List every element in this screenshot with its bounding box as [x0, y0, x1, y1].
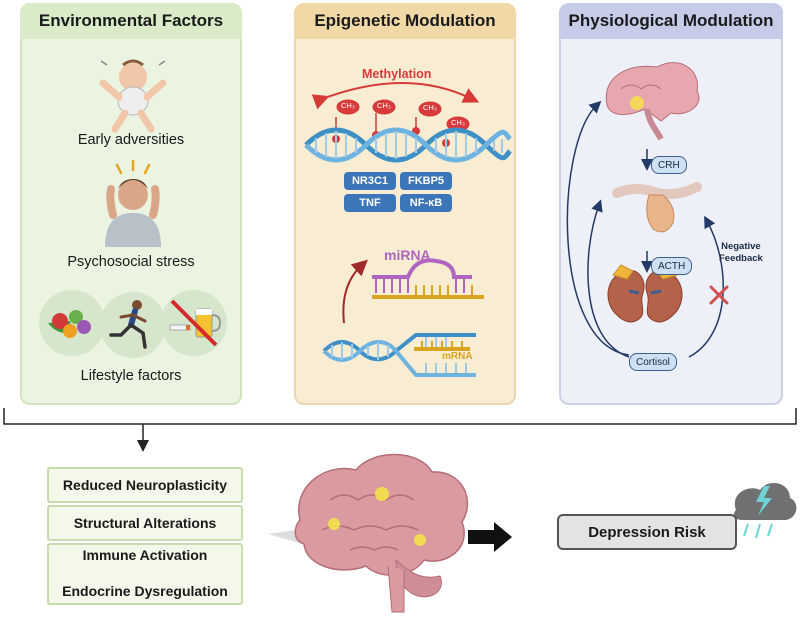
cortisol-to-pituitary-arrow [587, 199, 630, 358]
mrna-label: mRNA [442, 351, 473, 362]
mirna-regulation-arrow [342, 259, 368, 324]
methyl-tag-2: CH₃ [377, 101, 391, 110]
runner-icon [100, 292, 166, 358]
brain-icon [294, 453, 469, 613]
negative-feedback-line2: Feedback [719, 253, 763, 264]
epigenetic-modulation-panel: Epigenetic Modulation [294, 3, 516, 405]
mirna-label: miRNA [384, 247, 431, 263]
pituitary-gland-icon [612, 182, 702, 233]
infant-icon [99, 59, 167, 133]
immune-activation-label: Immune Activation [82, 547, 208, 563]
transcription-structure [322, 333, 476, 377]
no-alcohol-smoking-icon [161, 290, 227, 356]
acth-label: ACTH [651, 257, 693, 275]
gene-nr3c1: NR3C1 [344, 172, 396, 190]
early-adversities-label: Early adversities [77, 132, 185, 148]
hpa-axis-illustration [566, 62, 729, 358]
lifestyle-factors-label: Lifestyle factors [80, 368, 182, 384]
methyl-groups [332, 99, 470, 147]
methyl-tag-3: CH₃ [423, 103, 437, 112]
environmental-illustrations [39, 59, 227, 358]
structural-alterations-box: Structural Alterations [47, 505, 243, 541]
epigenetic-illustrations [304, 82, 512, 377]
psychosocial-stress-label: Psychosocial stress [67, 254, 195, 270]
environmental-factors-panel: Environmental Factors [20, 3, 242, 405]
cortisol-to-brain-arrow [566, 100, 630, 356]
negative-feedback-line1: Negative [721, 241, 761, 252]
healthy-food-icon [39, 290, 105, 356]
cortisol-label: Cortisol [629, 353, 677, 371]
combining-bracket [3, 408, 797, 425]
brain-to-risk-arrow [468, 522, 512, 552]
gene-fkbp5: FKBP5 [400, 172, 452, 190]
endocrine-dysregulation-label: Endocrine Dysregulation [62, 583, 228, 599]
adrenal-kidneys-icon [607, 264, 683, 323]
methylation-label: Methylation [362, 67, 432, 81]
crh-label: CRH [651, 156, 687, 174]
methyl-tag-1: CH₃ [341, 101, 355, 110]
hypothalamus-brain-icon [605, 62, 700, 141]
depression-risk-box: Depression Risk [557, 514, 737, 550]
reduced-neuroplasticity-box: Reduced Neuroplasticity [47, 467, 243, 503]
methylation-arrow [311, 82, 480, 110]
methyl-tag-4: CH₃ [451, 118, 465, 127]
stressed-person-icon [105, 159, 161, 247]
mirna-structure [372, 258, 484, 299]
dna-helix [304, 127, 512, 163]
gene-tnf: TNF [344, 194, 396, 212]
negative-feedback-label: Negative Feedback [719, 241, 763, 265]
storm-cloud-icon [734, 483, 797, 539]
physiological-modulation-panel: Physiological Modulation [559, 3, 783, 405]
gene-nfkb: NF-κB [400, 194, 452, 212]
epigenetic-modulation-title: Epigenetic Modulation [294, 3, 516, 39]
physiological-modulation-title: Physiological Modulation [559, 3, 783, 39]
blocked-feedback-icon [709, 285, 729, 305]
environmental-factors-title: Environmental Factors [20, 3, 242, 39]
immune-endocrine-box: Immune Activation Endocrine Dysregulatio… [47, 543, 243, 605]
